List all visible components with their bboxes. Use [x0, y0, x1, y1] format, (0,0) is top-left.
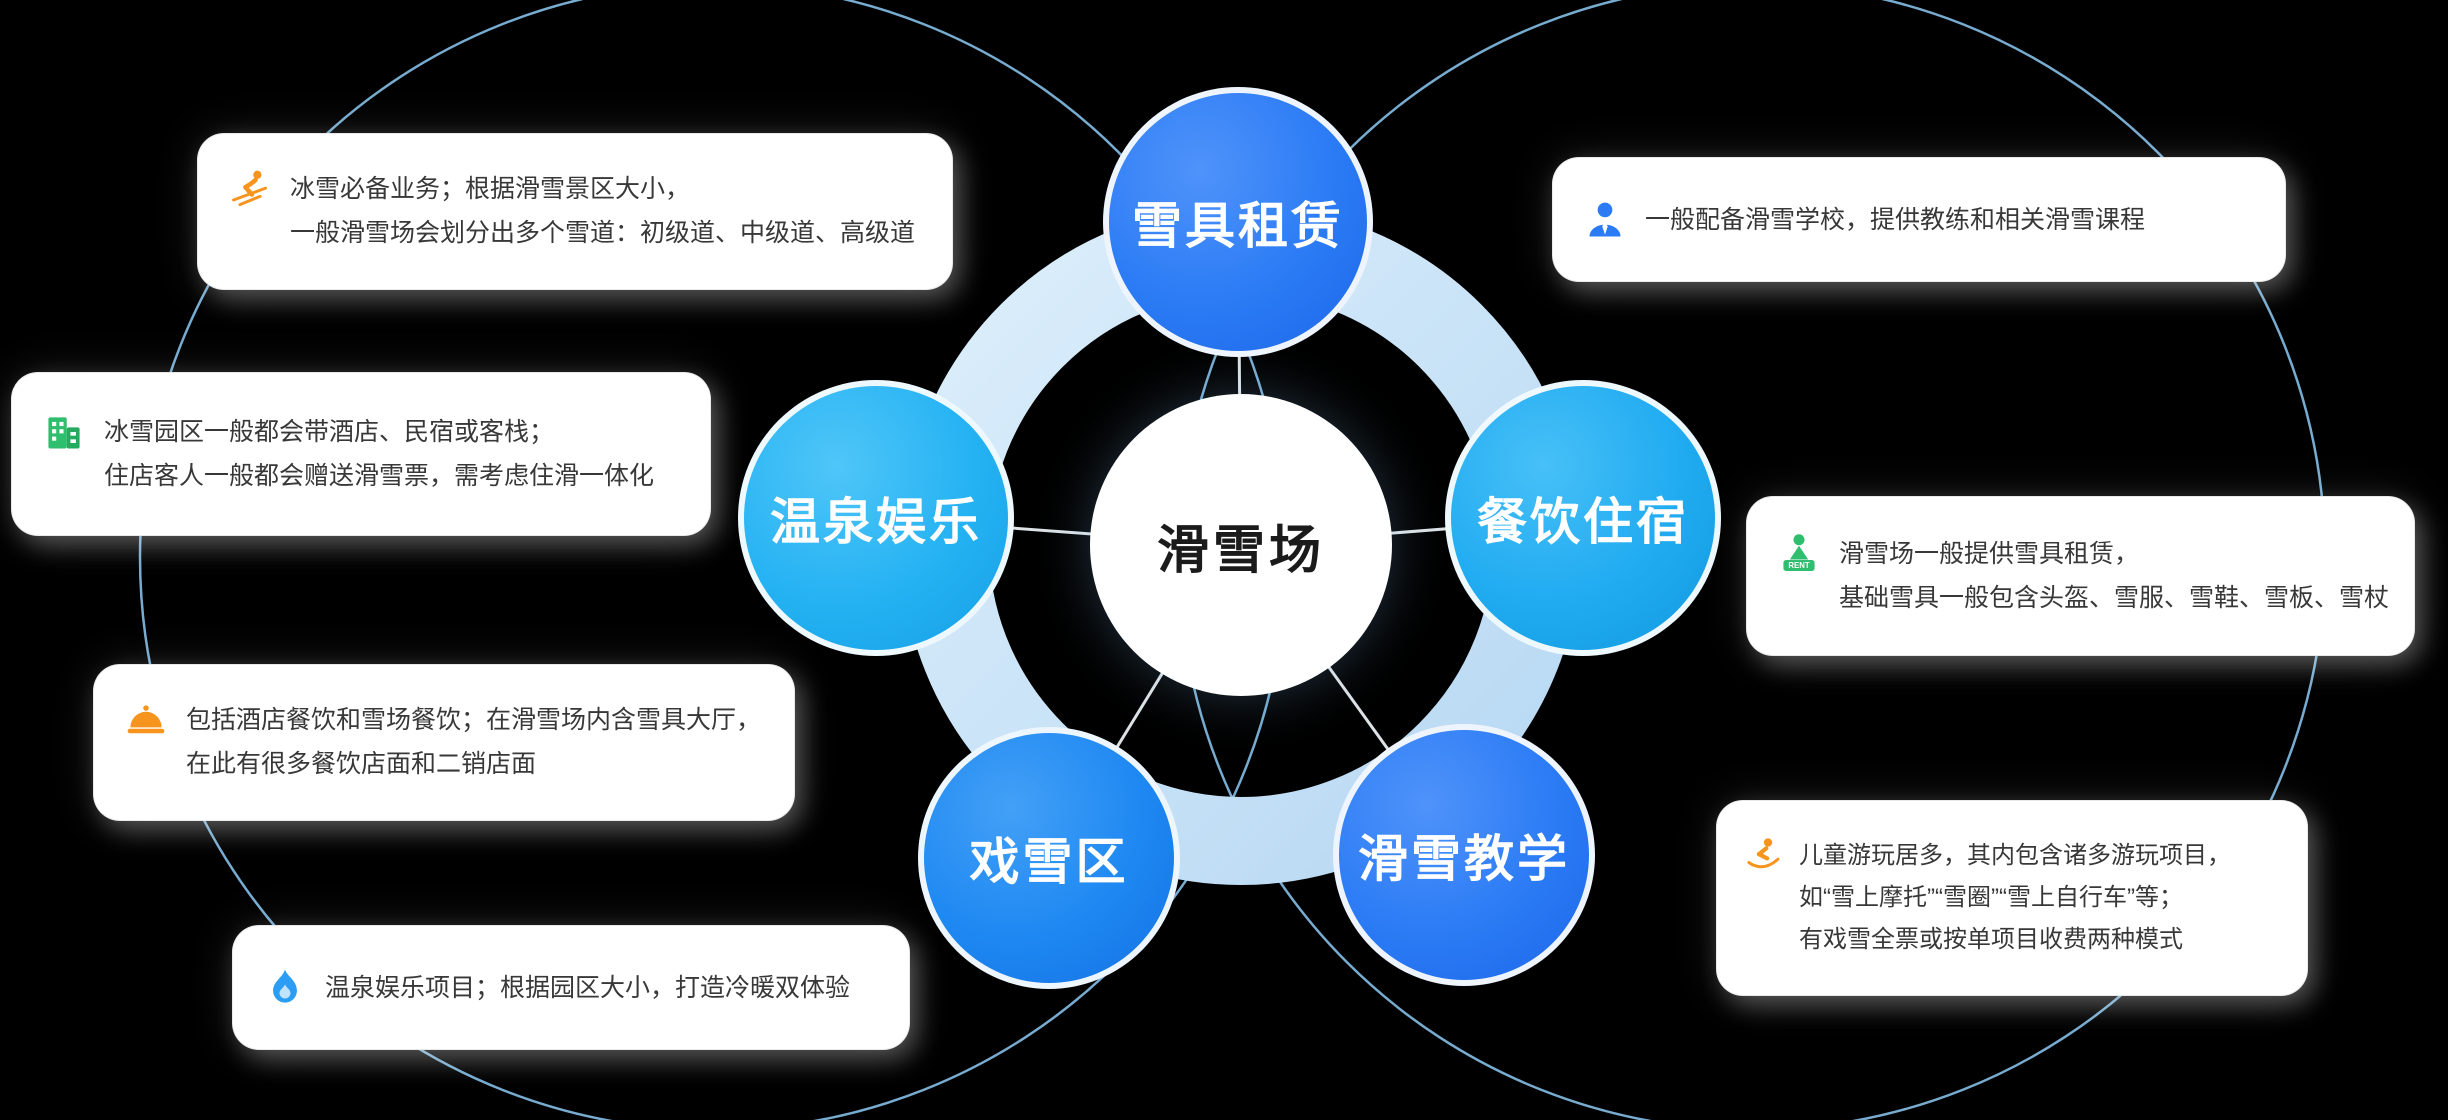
node-ski-teaching: 滑雪教学 [1333, 724, 1595, 986]
card-left-upper: 冰雪园区一般都会带酒店、民宿或客栈； 住店客人一般都会赠送滑雪票，需考虑住滑一体… [12, 373, 710, 535]
card-text-line: 在此有很多餐饮店面和二销店面 [186, 750, 537, 778]
node-label: 滑雪教学 [1358, 831, 1570, 887]
card-text-line: 包括酒店餐饮和雪场餐饮；在滑雪场内含雪具大厅， [186, 706, 762, 734]
node-snow-equipment-rental: 雪具租赁 [1103, 87, 1373, 357]
rent-icon: RENT [1777, 532, 1821, 576]
sled-icon [1743, 835, 1783, 875]
card-top-left: 冰雪必备业务；根据滑雪景区大小， 一般滑雪场会划分出多个雪道：初级道、中级道、高… [198, 134, 952, 289]
hotel-building-icon [42, 410, 86, 454]
card-text: 冰雪园区一般都会带酒店、民宿或客栈； 住店客人一般都会赠送滑雪票，需考虑住滑一体… [104, 410, 654, 498]
dish-cloche-icon [124, 698, 168, 742]
rent-icon-label: RENT [1788, 561, 1809, 570]
card-text: 温泉娱乐项目；根据园区大小，打造冷暖双体验 [325, 966, 850, 1010]
card-text-line: 一般滑雪场会划分出多个雪道：初级道、中级道、高级道 [290, 219, 916, 247]
card-text: 包括酒店餐饮和雪场餐饮；在滑雪场内含雪具大厅， 在此有很多餐饮店面和二销店面 [186, 698, 761, 786]
node-label: 戏雪区 [969, 834, 1129, 890]
card-text-line: 冰雪园区一般都会带酒店、民宿或客栈； [104, 418, 555, 446]
card-text: 滑雪场一般提供雪具租赁， 基础雪具一般包含头盔、雪服、雪鞋、雪板、雪杖 [1839, 532, 2389, 620]
card-text-line: 滑雪场一般提供雪具租赁， [1839, 540, 2140, 568]
card-text-line: 一般配备滑雪学校，提供教练和相关滑雪课程 [1645, 205, 2146, 234]
center-node-label: 滑雪场 [1156, 521, 1325, 580]
hot-spring-flame-icon [263, 966, 307, 1010]
node-dining-accommodation: 餐饮住宿 [1445, 380, 1721, 656]
card-text-line: 冰雪必备业务；根据滑雪景区大小， [290, 175, 691, 203]
card-text-line: 如“雪上摩托”“雪圈”“雪上自行车”等； [1799, 884, 2183, 911]
instructor-person-icon [1583, 198, 1627, 242]
card-text: 一般配备滑雪学校，提供教练和相关滑雪课程 [1645, 198, 2145, 242]
center-node-ski-resort: 滑雪场 [1090, 394, 1392, 696]
node-hot-spring-entertainment: 温泉娱乐 [738, 380, 1014, 656]
node-label: 餐饮住宿 [1477, 494, 1689, 550]
card-text-line: 儿童游玩居多，其内包含诸多游玩项目， [1799, 842, 2231, 869]
card-text-line: 温泉娱乐项目；根据园区大小，打造冷暖双体验 [325, 973, 851, 1002]
skier-icon [228, 167, 272, 211]
card-text: 儿童游玩居多，其内包含诸多游玩项目， 如“雪上摩托”“雪圈”“雪上自行车”等； … [1799, 835, 2231, 961]
node-snow-play-area: 戏雪区 [918, 727, 1180, 989]
node-label: 雪具租赁 [1132, 198, 1344, 254]
card-left-lower: 包括酒店餐饮和雪场餐饮；在滑雪场内含雪具大厅， 在此有很多餐饮店面和二销店面 [94, 665, 794, 820]
card-bottom-right: 儿童游玩居多，其内包含诸多游玩项目， 如“雪上摩托”“雪圈”“雪上自行车”等； … [1717, 801, 2307, 995]
card-right-middle: RENT 滑雪场一般提供雪具租赁， 基础雪具一般包含头盔、雪服、雪鞋、雪板、雪杖 [1747, 497, 2414, 655]
card-text: 冰雪必备业务；根据滑雪景区大小， 一般滑雪场会划分出多个雪道：初级道、中级道、高… [290, 167, 915, 255]
card-text-line: 基础雪具一般包含头盔、雪服、雪鞋、雪板、雪杖 [1839, 584, 2390, 612]
card-bottom-left: 温泉娱乐项目；根据园区大小，打造冷暖双体验 [233, 926, 909, 1049]
card-text-line: 有戏雪全票或按单项目收费两种模式 [1799, 926, 2183, 953]
card-text-line: 住店客人一般都会赠送滑雪票，需考虑住滑一体化 [104, 462, 655, 490]
node-label: 温泉娱乐 [770, 494, 982, 550]
card-top-right: 一般配备滑雪学校，提供教练和相关滑雪课程 [1553, 158, 2285, 281]
